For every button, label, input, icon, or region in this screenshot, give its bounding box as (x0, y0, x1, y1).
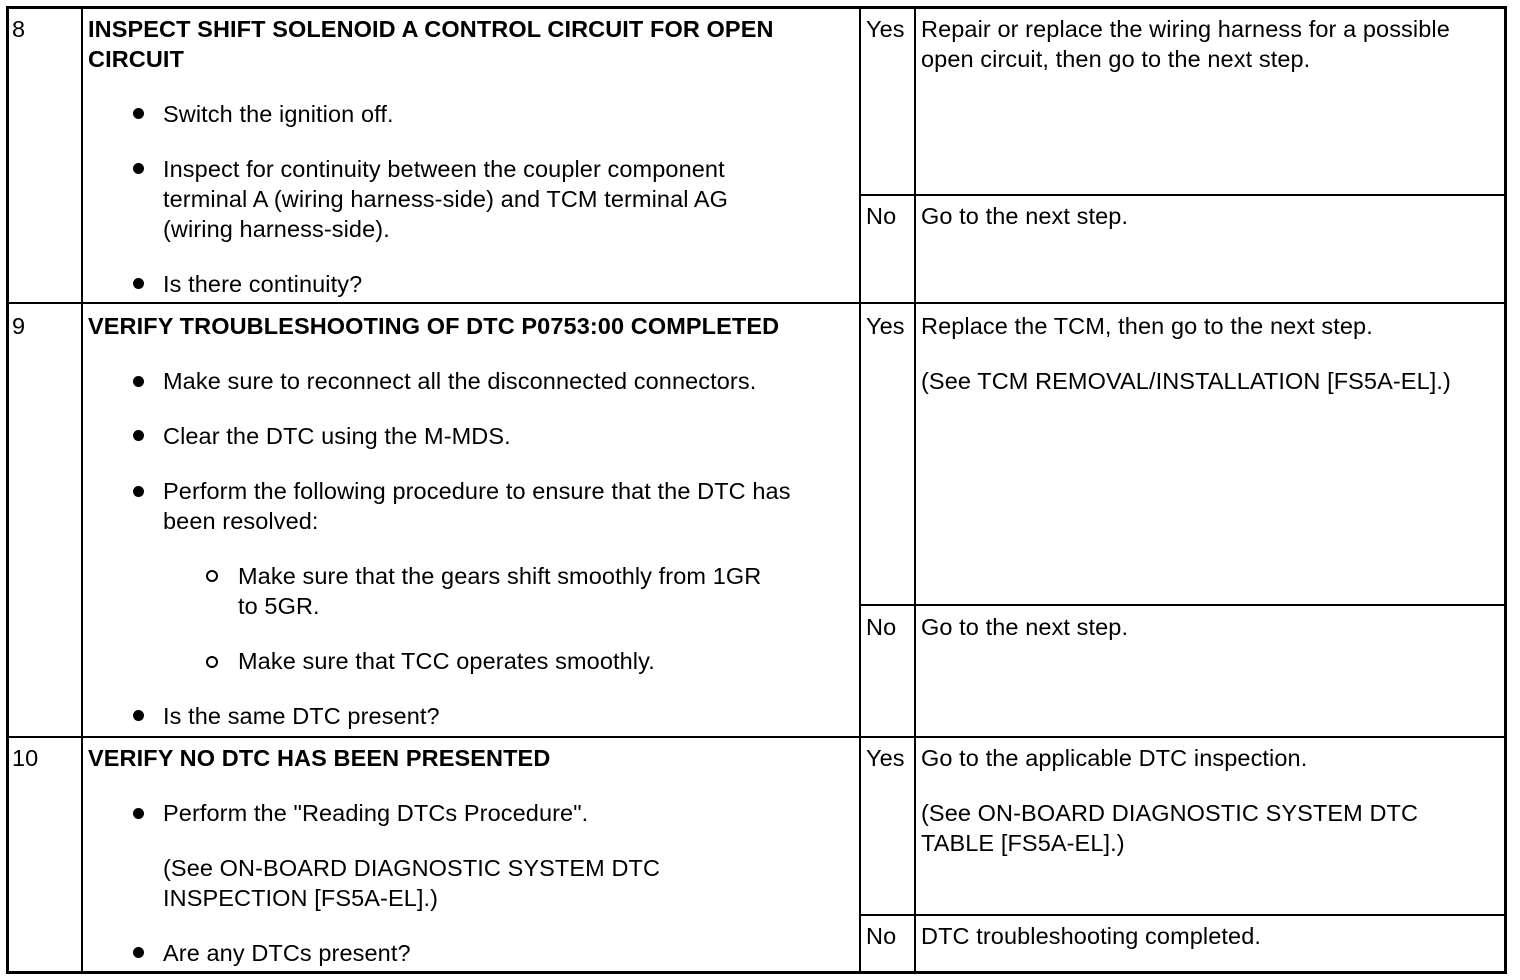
action-text: Repair or replace the wiring harness for… (921, 16, 1450, 42)
step-title: INSPECT SHIFT SOLENOID A CONTROL CIRCUIT… (88, 16, 774, 42)
action-text: DTC troubleshooting completed. (921, 923, 1262, 949)
row-divider (6, 302, 1507, 304)
step-title: CIRCUIT (88, 46, 184, 72)
no-label: No (866, 203, 897, 229)
column-divider (81, 6, 83, 974)
reference-link[interactable]: INSPECTION [FS5A-EL].) (163, 885, 439, 911)
sub-instruction-text: Make sure that TCC operates smoothly. (238, 648, 655, 674)
diagnostic-table (6, 6, 1507, 974)
row-divider (6, 736, 1507, 738)
instruction-text: Perform the following procedure to ensur… (163, 478, 791, 504)
reference-link[interactable]: (See ON-BOARD DIAGNOSTIC SYSTEM DTC (921, 800, 1419, 826)
bullet-icon (133, 947, 144, 958)
sub-instruction-text: Make sure that the gears shift smoothly … (238, 563, 762, 589)
instruction-text: Is there continuity? (163, 271, 363, 297)
yes-label: Yes (866, 313, 905, 339)
sub-instruction-text: to 5GR. (238, 593, 320, 619)
no-label: No (866, 614, 897, 640)
action-text: Go to the next step. (921, 203, 1129, 229)
step-number: 9 (12, 313, 26, 339)
column-divider (914, 6, 916, 974)
instruction-text: Are any DTCs present? (163, 940, 411, 966)
reference-link[interactable]: TABLE [FS5A-EL].) (921, 830, 1125, 856)
no-label: No (866, 923, 897, 949)
bullet-icon (133, 163, 144, 174)
step-title: VERIFY NO DTC HAS BEEN PRESENTED (88, 745, 551, 771)
yes-label: Yes (866, 745, 905, 771)
action-text: Go to the applicable DTC inspection. (921, 745, 1308, 771)
sub-bullet-icon (206, 656, 218, 668)
column-divider (859, 6, 861, 974)
instruction-text: (wiring harness-side). (163, 216, 390, 242)
bullet-icon (133, 430, 144, 441)
yes-label: Yes (866, 16, 905, 42)
instruction-text: Perform the "Reading DTCs Procedure". (163, 800, 589, 826)
action-text: Replace the TCM, then go to the next ste… (921, 313, 1373, 339)
instruction-text: Make sure to reconnect all the disconnec… (163, 368, 757, 394)
bullet-icon (133, 278, 144, 289)
instruction-text: terminal A (wiring harness-side) and TCM… (163, 186, 729, 212)
reference-link[interactable]: (See ON-BOARD DIAGNOSTIC SYSTEM DTC (163, 855, 661, 881)
sub-bullet-icon (206, 570, 218, 582)
step-number: 10 (12, 745, 39, 771)
step-number: 8 (12, 16, 26, 42)
instruction-text: Clear the DTC using the M-MDS. (163, 423, 511, 449)
instruction-text: Is the same DTC present? (163, 703, 440, 729)
instruction-text: Inspect for continuity between the coupl… (163, 156, 725, 182)
yes-no-divider (859, 914, 1507, 916)
bullet-icon (133, 486, 144, 497)
bullet-icon (133, 710, 144, 721)
reference-link[interactable]: (See TCM REMOVAL/INSTALLATION [FS5A-EL].… (921, 368, 1451, 394)
action-text: Go to the next step. (921, 614, 1129, 640)
action-text: open circuit, then go to the next step. (921, 46, 1311, 72)
yes-no-divider (859, 194, 1507, 196)
bullet-icon (133, 108, 144, 119)
bullet-icon (133, 808, 144, 819)
instruction-text: Switch the ignition off. (163, 101, 394, 127)
step-title: VERIFY TROUBLESHOOTING OF DTC P0753:00 C… (88, 313, 780, 339)
yes-no-divider (859, 604, 1507, 606)
instruction-text: been resolved: (163, 508, 319, 534)
bullet-icon (133, 376, 144, 387)
